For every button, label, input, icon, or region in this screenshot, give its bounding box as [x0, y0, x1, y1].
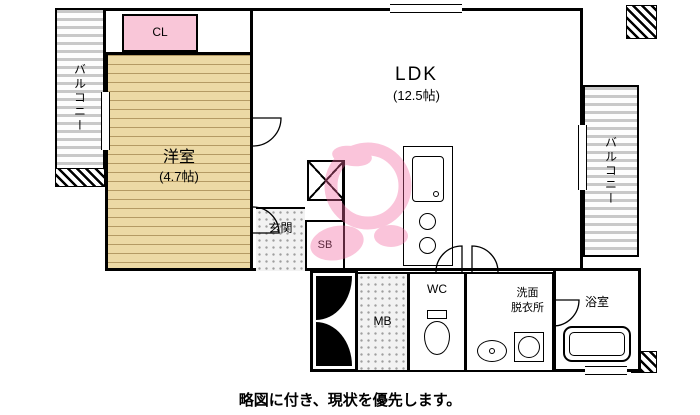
bathroom-label: 浴室 — [584, 295, 609, 309]
washing-machine-icon — [514, 332, 544, 362]
washing-machine-drum-icon — [518, 336, 540, 358]
washroom: 洗面 脱衣所 — [465, 272, 554, 372]
toilet-tank-icon — [427, 310, 447, 319]
western-room-size: (4.7帖) — [159, 168, 199, 184]
front-door-leaf-icon — [316, 276, 352, 320]
wc-label: WC — [427, 282, 447, 296]
entrance-label: 玄関 — [268, 221, 293, 235]
corridor-wall — [342, 160, 345, 271]
balcony-left-label: バルコニー — [72, 62, 87, 133]
western-room-name: 洋室 — [162, 149, 195, 166]
balcony-right: バルコニー — [583, 85, 639, 257]
plan-caption: 略図に付き、現状を優先します。 — [238, 392, 462, 409]
balcony-right-label: バルコニー — [603, 136, 618, 206]
window-bath — [585, 366, 627, 375]
toilet-bowl-icon — [424, 321, 450, 355]
stove-burner-icon — [419, 213, 436, 230]
kitchen-sink-icon — [412, 156, 444, 202]
window-top — [390, 4, 462, 13]
closet: CL — [122, 14, 198, 52]
front-door-leaf-icon — [316, 322, 352, 366]
western-room: 洋室 (4.7帖) — [105, 52, 253, 271]
closet-label: CL — [152, 25, 168, 39]
pipe-shaft-icon — [307, 160, 345, 201]
ldk-label: LDK (12.5帖) — [253, 63, 580, 105]
wc-room: WC — [408, 272, 466, 372]
shoebox-label: SB — [317, 239, 333, 251]
washroom-label-line2: 脱衣所 — [511, 301, 544, 314]
bathroom: 浴室 — [553, 268, 641, 372]
kitchen-counter — [403, 146, 453, 266]
bathtub-inner-icon — [569, 332, 625, 356]
column-top-right — [626, 5, 657, 39]
western-room-label: 洋室 (4.7帖) — [108, 148, 250, 186]
sink-drain-icon — [433, 191, 439, 197]
entrance-hall: 玄関 — [256, 207, 305, 271]
balcony-left: バルコニー — [55, 8, 105, 187]
column-left-bottom — [55, 168, 105, 187]
bathtub-icon — [563, 326, 631, 362]
entrance-alcove — [310, 270, 358, 372]
meter-box-label: MB — [373, 314, 392, 328]
washroom-label-line1: 洗面 — [516, 287, 539, 299]
window-ldk — [578, 125, 587, 190]
wash-basin-icon — [477, 340, 507, 362]
washroom-label: 洗面 脱衣所 — [511, 286, 544, 316]
window-western — [101, 92, 110, 150]
ldk-size: (12.5帖) — [393, 87, 440, 103]
basin-drain-icon — [489, 348, 495, 354]
ldk-name: LDK — [395, 64, 438, 85]
stove-burner-icon — [419, 237, 436, 254]
meter-box: MB — [356, 272, 409, 372]
shoebox: SB — [305, 220, 345, 270]
